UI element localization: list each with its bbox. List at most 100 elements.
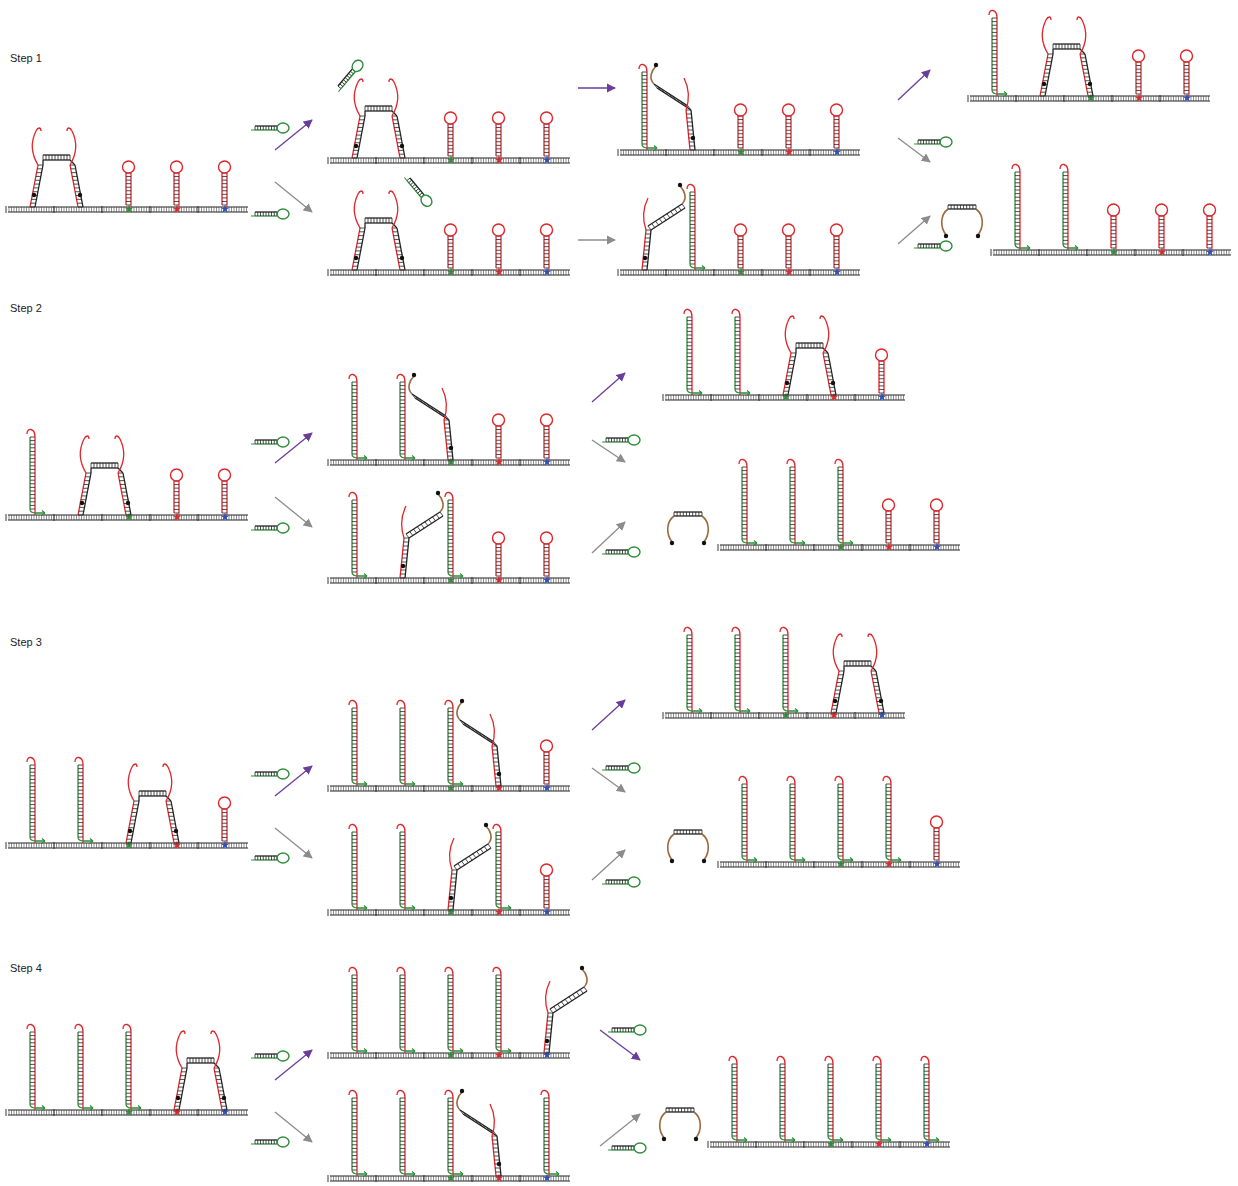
hairpin-gate bbox=[174, 173, 179, 205]
track-duplex bbox=[150, 842, 151, 849]
opened-hairpin bbox=[541, 1090, 549, 1098]
hairpin-gate bbox=[1181, 50, 1193, 62]
walker-complex bbox=[214, 1068, 227, 1110]
fuel-hairpin bbox=[634, 1025, 646, 1035]
domain-star bbox=[125, 1108, 133, 1116]
domain-star bbox=[543, 156, 551, 164]
track-duplex bbox=[807, 712, 808, 719]
walker-one-leg bbox=[651, 66, 656, 84]
opened-hairpin bbox=[735, 635, 740, 707]
walker-complex bbox=[392, 116, 405, 158]
track-duplex bbox=[198, 206, 199, 213]
fuel-hairpin bbox=[255, 440, 277, 444]
opened-hairpin bbox=[1067, 244, 1068, 250]
walker-one-leg bbox=[412, 394, 449, 420]
walker-complex bbox=[1053, 43, 1080, 44]
track-duplex bbox=[328, 784, 570, 792]
opened-hairpin bbox=[397, 1090, 415, 1176]
walker-one-leg bbox=[550, 987, 587, 1013]
hairpin-gate bbox=[496, 544, 501, 576]
opened-hairpin bbox=[349, 700, 367, 786]
track-duplex bbox=[804, 1141, 805, 1148]
walker-complex bbox=[365, 218, 392, 223]
domain-star bbox=[447, 576, 455, 584]
opened-hairpin bbox=[790, 467, 795, 539]
opened-hairpin bbox=[792, 1138, 795, 1143]
fuel-hairpin bbox=[251, 860, 255, 861]
walker-one-leg bbox=[457, 699, 501, 786]
opened-hairpin bbox=[349, 374, 357, 382]
step-label: Step 4 bbox=[10, 962, 42, 974]
track-duplex bbox=[714, 269, 715, 276]
track-duplex bbox=[424, 157, 425, 164]
hairpin-gate bbox=[543, 124, 544, 156]
hairpin-gate bbox=[831, 224, 843, 270]
walker-complex bbox=[788, 353, 796, 395]
walker-complex bbox=[128, 829, 132, 833]
opened-hairpin bbox=[138, 1106, 141, 1111]
domain-star bbox=[878, 393, 886, 401]
walker-one-leg bbox=[654, 84, 691, 110]
domain-star bbox=[447, 268, 455, 276]
fuel-hairpin bbox=[608, 1150, 612, 1151]
hairpin-gate bbox=[496, 124, 501, 156]
track-duplex bbox=[6, 1109, 7, 1116]
fuel-hairpin bbox=[606, 880, 628, 884]
track-duplex bbox=[1064, 95, 1065, 102]
hairpin-gate bbox=[496, 236, 501, 268]
domain-star bbox=[221, 205, 229, 213]
track-state bbox=[6, 128, 248, 213]
track-duplex bbox=[328, 269, 329, 276]
opened-hairpin bbox=[356, 780, 357, 786]
walker-one-leg bbox=[460, 699, 464, 703]
opened-hairpin bbox=[850, 858, 853, 863]
domain-star bbox=[543, 1174, 551, 1182]
walker-one-leg bbox=[463, 1114, 497, 1136]
track-duplex bbox=[762, 149, 763, 156]
walker-complex bbox=[1045, 54, 1053, 96]
opened-hairpin bbox=[412, 1172, 415, 1177]
hairpin-gate bbox=[735, 224, 747, 236]
domain-star bbox=[543, 268, 551, 276]
released-walker bbox=[942, 205, 983, 238]
track-duplex bbox=[472, 459, 473, 466]
opened-hairpin bbox=[352, 382, 357, 454]
track-duplex bbox=[150, 514, 151, 521]
domain-star bbox=[495, 268, 503, 276]
opened-hairpin bbox=[90, 1106, 93, 1111]
opened-hairpin bbox=[123, 1024, 141, 1110]
opened-hairpin bbox=[460, 782, 463, 787]
hairpin-gate bbox=[1115, 216, 1116, 248]
opened-hairpin bbox=[1004, 92, 1007, 97]
track-state bbox=[663, 309, 905, 401]
opened-hairpin bbox=[732, 1064, 737, 1136]
released-walker bbox=[674, 511, 702, 512]
fuel-hairpin bbox=[628, 763, 640, 773]
opened-hairpin bbox=[754, 858, 757, 863]
alternate-arrow bbox=[592, 522, 625, 553]
opened-hairpin bbox=[928, 1136, 929, 1142]
opened-hairpin bbox=[404, 1047, 405, 1053]
opened-hairpin bbox=[364, 782, 367, 787]
hairpin-gate bbox=[219, 161, 231, 207]
opened-hairpin bbox=[352, 1098, 357, 1170]
hairpin-gate bbox=[453, 156, 454, 158]
opened-hairpin bbox=[400, 708, 405, 780]
walker-complex bbox=[166, 801, 174, 843]
hairpin-gate bbox=[171, 469, 183, 515]
hairpin-gate bbox=[1188, 62, 1189, 94]
opened-hairpin bbox=[126, 1032, 131, 1104]
track-duplex bbox=[328, 268, 570, 276]
walker-complex bbox=[365, 110, 392, 111]
hairpin-gate bbox=[786, 116, 791, 148]
walker-one-leg bbox=[460, 1089, 464, 1093]
walker-one-leg bbox=[457, 1092, 462, 1110]
fuel-hairpin bbox=[602, 547, 640, 557]
favoured-arrow bbox=[275, 766, 312, 796]
track-state bbox=[6, 1024, 248, 1116]
track-duplex bbox=[618, 148, 860, 156]
hairpin-gate bbox=[783, 104, 795, 116]
released-walker bbox=[942, 209, 948, 235]
track-duplex bbox=[198, 842, 199, 849]
